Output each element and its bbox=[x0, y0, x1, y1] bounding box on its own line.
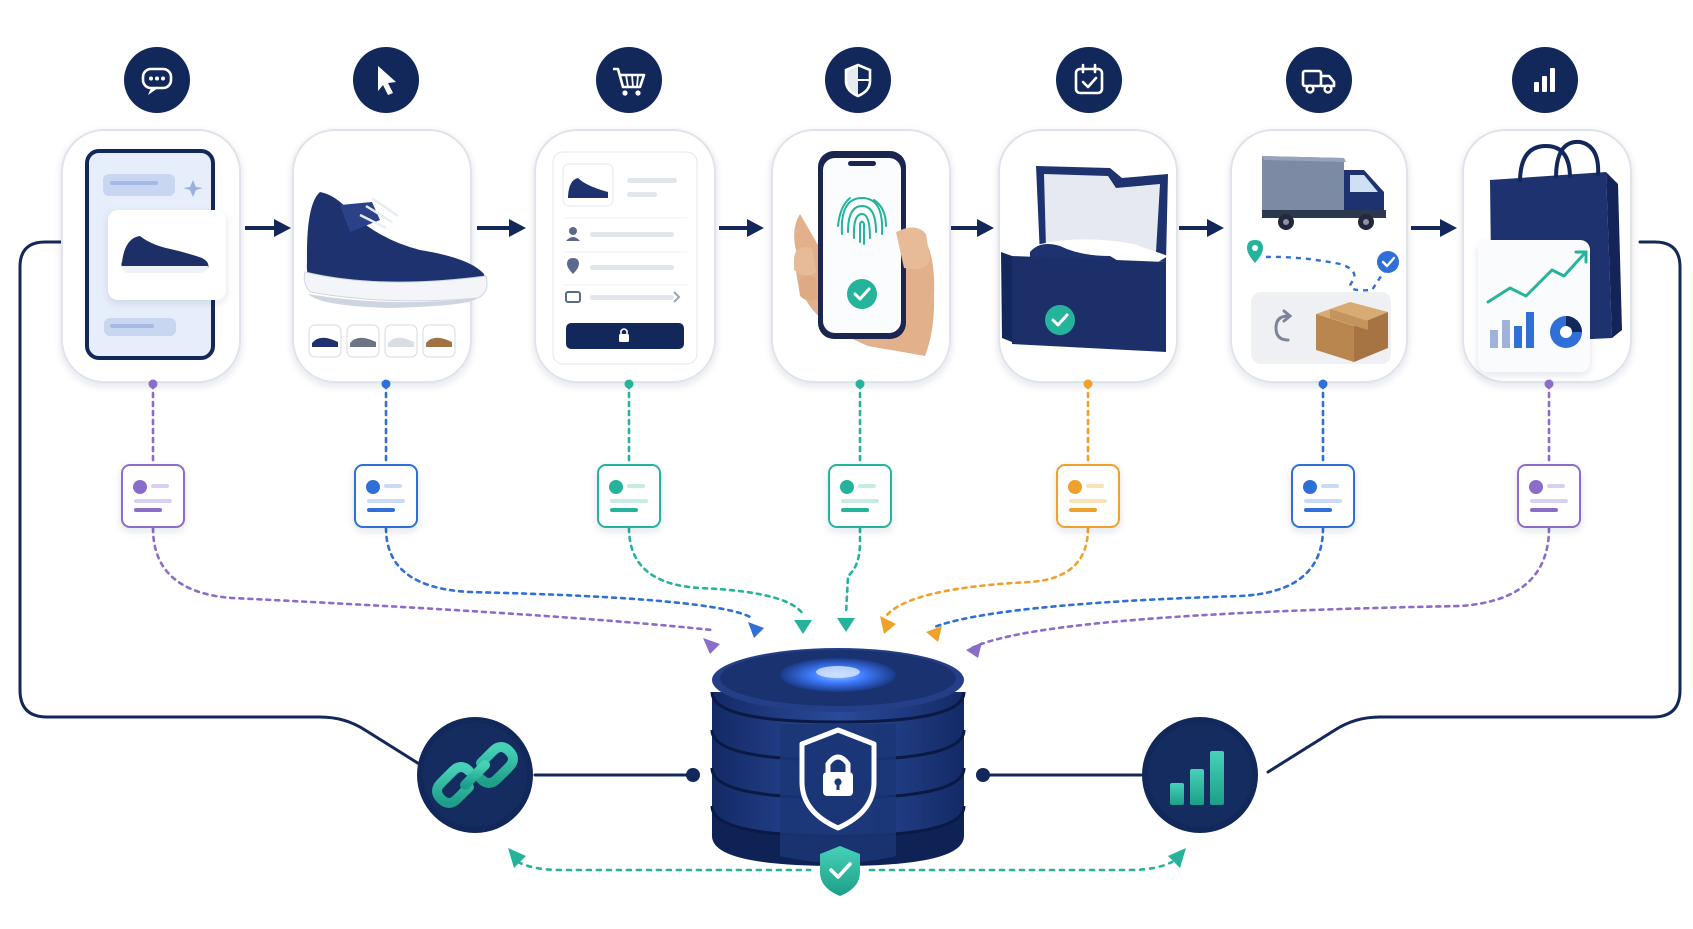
stage-cards bbox=[61, 129, 1632, 383]
arrow-3-4 bbox=[719, 219, 764, 237]
route-line bbox=[1265, 255, 1387, 292]
arrow-2-3 bbox=[477, 219, 526, 237]
stage-card-authenticate bbox=[771, 129, 951, 383]
bottom-sync-connector bbox=[508, 846, 1186, 896]
delivery-truck-icon bbox=[1286, 47, 1352, 113]
connector-dot-left bbox=[686, 768, 700, 782]
shield-check-icon bbox=[820, 846, 860, 896]
stage-card-discover bbox=[61, 129, 241, 383]
arrow-1-2 bbox=[245, 219, 291, 237]
secure-database bbox=[710, 648, 966, 866]
stage-card-analyze bbox=[1462, 129, 1632, 383]
return-arrows-icon bbox=[1274, 309, 1293, 342]
stage-card-anchor-dots bbox=[148, 379, 1554, 389]
sneaker-thumbnail bbox=[121, 236, 209, 273]
shield-icon bbox=[825, 47, 891, 113]
arrow-5-6 bbox=[1179, 219, 1224, 237]
data-card-authenticate bbox=[828, 464, 892, 528]
data-card-deliver bbox=[1291, 464, 1355, 528]
arrowheads-into-database bbox=[703, 616, 982, 658]
connector-dot-right bbox=[976, 768, 990, 782]
data-card-package bbox=[1056, 464, 1120, 528]
stage-icons bbox=[124, 47, 1578, 113]
stage-card-checkout bbox=[534, 129, 716, 383]
fingerprint-icon bbox=[837, 196, 887, 245]
arrow-6-7 bbox=[1411, 219, 1457, 237]
outer-loop-connector bbox=[18, 240, 1682, 777]
data-card-select bbox=[354, 464, 418, 528]
color-variant-swatches bbox=[308, 324, 456, 358]
chat-bubble-icon bbox=[124, 47, 190, 113]
check-badge bbox=[847, 279, 877, 309]
delivery-truck bbox=[1262, 156, 1386, 230]
data-card-discover bbox=[121, 464, 185, 528]
dotted-connectors bbox=[151, 382, 1551, 650]
shopping-cart-icon bbox=[596, 47, 662, 113]
stage-card-deliver bbox=[1230, 129, 1408, 383]
analytics-bars-icon bbox=[1142, 717, 1258, 833]
stage-card-package bbox=[998, 129, 1178, 383]
stage-card-select bbox=[292, 129, 488, 383]
flow-arrows bbox=[245, 219, 1457, 237]
arrow-4-5 bbox=[949, 219, 994, 237]
cursor-icon bbox=[353, 47, 419, 113]
data-card-checkout bbox=[597, 464, 661, 528]
check-badge bbox=[1045, 305, 1075, 335]
data-card-analyze bbox=[1517, 464, 1581, 528]
data-record-cards bbox=[121, 464, 1581, 528]
sneaker-hero bbox=[303, 192, 488, 308]
bar-chart-icon bbox=[1512, 47, 1578, 113]
parcel-box bbox=[1316, 302, 1388, 362]
lock-shield-icon bbox=[799, 727, 877, 831]
link-icon bbox=[417, 717, 533, 833]
calendar-check-icon bbox=[1056, 47, 1122, 113]
